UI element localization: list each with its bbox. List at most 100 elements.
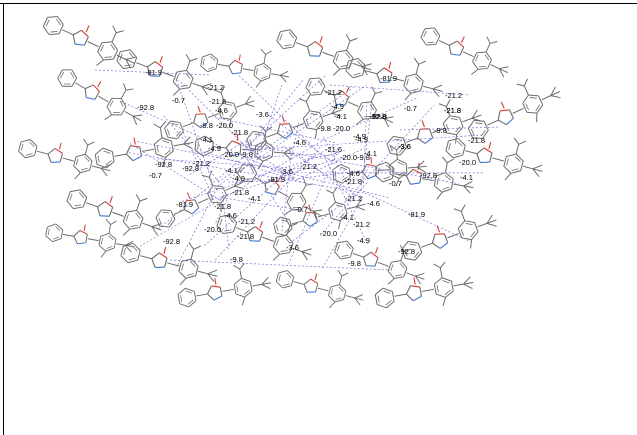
bond: [108, 232, 117, 240]
bond: [328, 208, 332, 219]
bond: [164, 257, 168, 268]
bond: [275, 281, 283, 289]
energy-label: -21.2: [193, 159, 210, 168]
bond: [162, 140, 170, 144]
bond: [445, 172, 454, 180]
bond: [250, 167, 255, 174]
bond: [383, 290, 391, 294]
bond: [330, 288, 333, 296]
bond: [416, 160, 425, 168]
bond: [422, 288, 435, 292]
bond: [190, 249, 195, 260]
bond: [331, 104, 338, 114]
bond: [73, 236, 78, 245]
energy-label: -21.2: [353, 220, 370, 229]
bond: [312, 209, 323, 212]
bond: [273, 223, 277, 234]
bond: [42, 26, 50, 35]
bond: [55, 226, 61, 231]
bond: [62, 157, 74, 162]
bond: [74, 172, 81, 180]
bond: [300, 184, 307, 194]
bond: [264, 131, 267, 142]
contact-line: [182, 130, 211, 193]
molecule: [200, 48, 290, 88]
bond: [34, 146, 38, 156]
bond: [522, 103, 528, 113]
bond: [181, 263, 184, 271]
bond: [124, 64, 132, 67]
bond: [245, 103, 255, 108]
bond: [312, 210, 318, 221]
bond: [260, 77, 270, 82]
bond: [436, 177, 439, 185]
bond: [125, 153, 134, 162]
bond: [228, 60, 236, 67]
molecule: [116, 49, 212, 96]
bond: [161, 137, 172, 142]
contact-line: [280, 173, 290, 238]
bond: [201, 86, 208, 96]
bond: [303, 284, 308, 293]
bond: [314, 41, 324, 48]
bond: [345, 52, 351, 59]
bond: [445, 123, 449, 131]
bond: [483, 121, 489, 131]
bond: [338, 220, 341, 230]
bond: [341, 176, 348, 181]
bond: [361, 66, 372, 71]
bond: [234, 185, 244, 189]
bond: [300, 201, 307, 211]
bond: [153, 144, 157, 155]
bond: [302, 212, 307, 222]
bond: [136, 200, 141, 211]
bond: [249, 281, 253, 292]
molecule: [334, 240, 425, 285]
bond: [185, 287, 195, 292]
bond: [504, 172, 512, 181]
contact-line: [296, 152, 351, 196]
bond: [474, 222, 479, 233]
contact-line: [245, 80, 303, 151]
energy-label: -20.0: [216, 121, 233, 130]
bond: [45, 19, 50, 27]
contact-line: [238, 75, 322, 156]
bond: [195, 113, 206, 115]
energy-label: -92.8: [370, 112, 387, 121]
bond: [116, 60, 124, 69]
bond: [522, 94, 529, 104]
bond: [392, 77, 404, 82]
bond: [56, 18, 61, 26]
bond: [395, 178, 400, 187]
bond: [276, 40, 284, 49]
bond: [391, 260, 401, 263]
bond: [407, 166, 418, 169]
bond: [470, 231, 476, 238]
bond: [263, 62, 272, 70]
bond: [406, 137, 418, 143]
bond: [273, 179, 280, 187]
bond: [98, 236, 101, 246]
bond: [390, 264, 394, 271]
bond: [411, 88, 419, 91]
bond: [398, 171, 405, 176]
bond: [125, 214, 129, 222]
bond: [264, 143, 271, 149]
bond: [420, 80, 424, 91]
contact-line: [288, 148, 339, 264]
bond: [476, 153, 481, 163]
molecule: [66, 189, 162, 236]
bond: [520, 160, 524, 171]
energy-label: -0.7: [295, 205, 308, 214]
molecule: [467, 78, 561, 140]
bond: [188, 242, 195, 250]
bond: [258, 141, 265, 148]
energy-label: -3.6: [398, 142, 411, 151]
bond: [320, 85, 326, 95]
bond: [293, 207, 300, 208]
bond: [284, 228, 293, 236]
bond: [328, 295, 336, 303]
bond: [279, 123, 290, 125]
bond: [414, 275, 421, 285]
